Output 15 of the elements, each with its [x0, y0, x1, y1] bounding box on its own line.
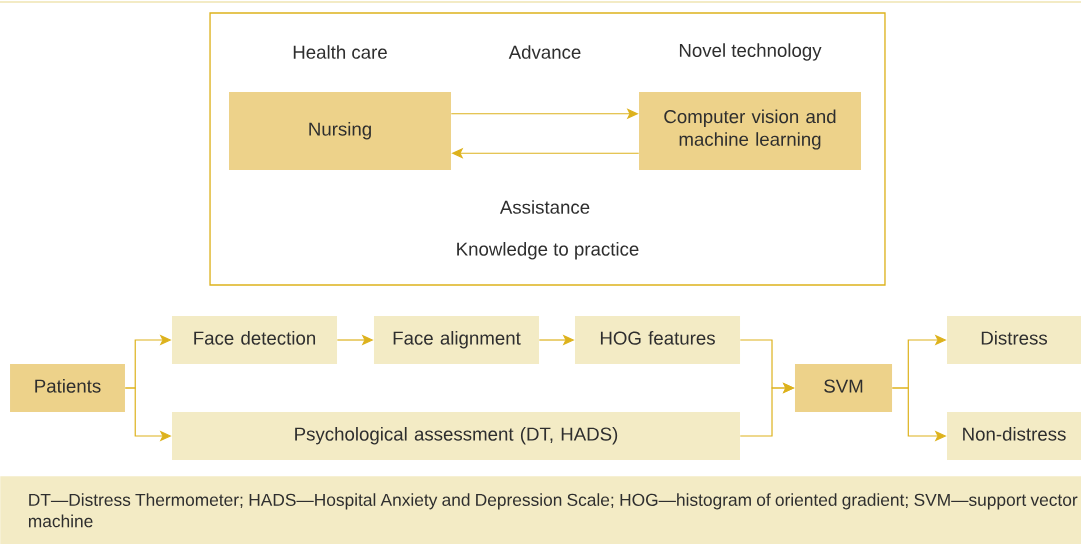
edge-label: Advance — [508, 45, 581, 59]
heading-text: Novel technology — [679, 43, 822, 61]
process-box: Computer vision and machine learning — [639, 92, 861, 170]
process-box: Nursing — [229, 92, 451, 170]
process-box: SVM — [794, 364, 893, 412]
process-box: Face detection — [172, 316, 338, 364]
process-box: Patients — [10, 364, 125, 412]
process-box: Non-distress — [947, 412, 1081, 460]
footnote-band: DT—Distress Thermometer; HADS—Hospital Anxiety and Depression Scale; HOG—histogram of oriented gradient; SVM—support vector machine — [0, 476, 1081, 544]
process-box: Face alignment — [373, 316, 540, 364]
edge-label: Assistance — [499, 200, 590, 214]
process-box: Psychological assessment (DT, HADS) — [172, 412, 740, 460]
heading-text: Health care — [293, 45, 387, 59]
process-box: Distress — [947, 316, 1081, 364]
process-box: HOG features — [575, 316, 741, 364]
